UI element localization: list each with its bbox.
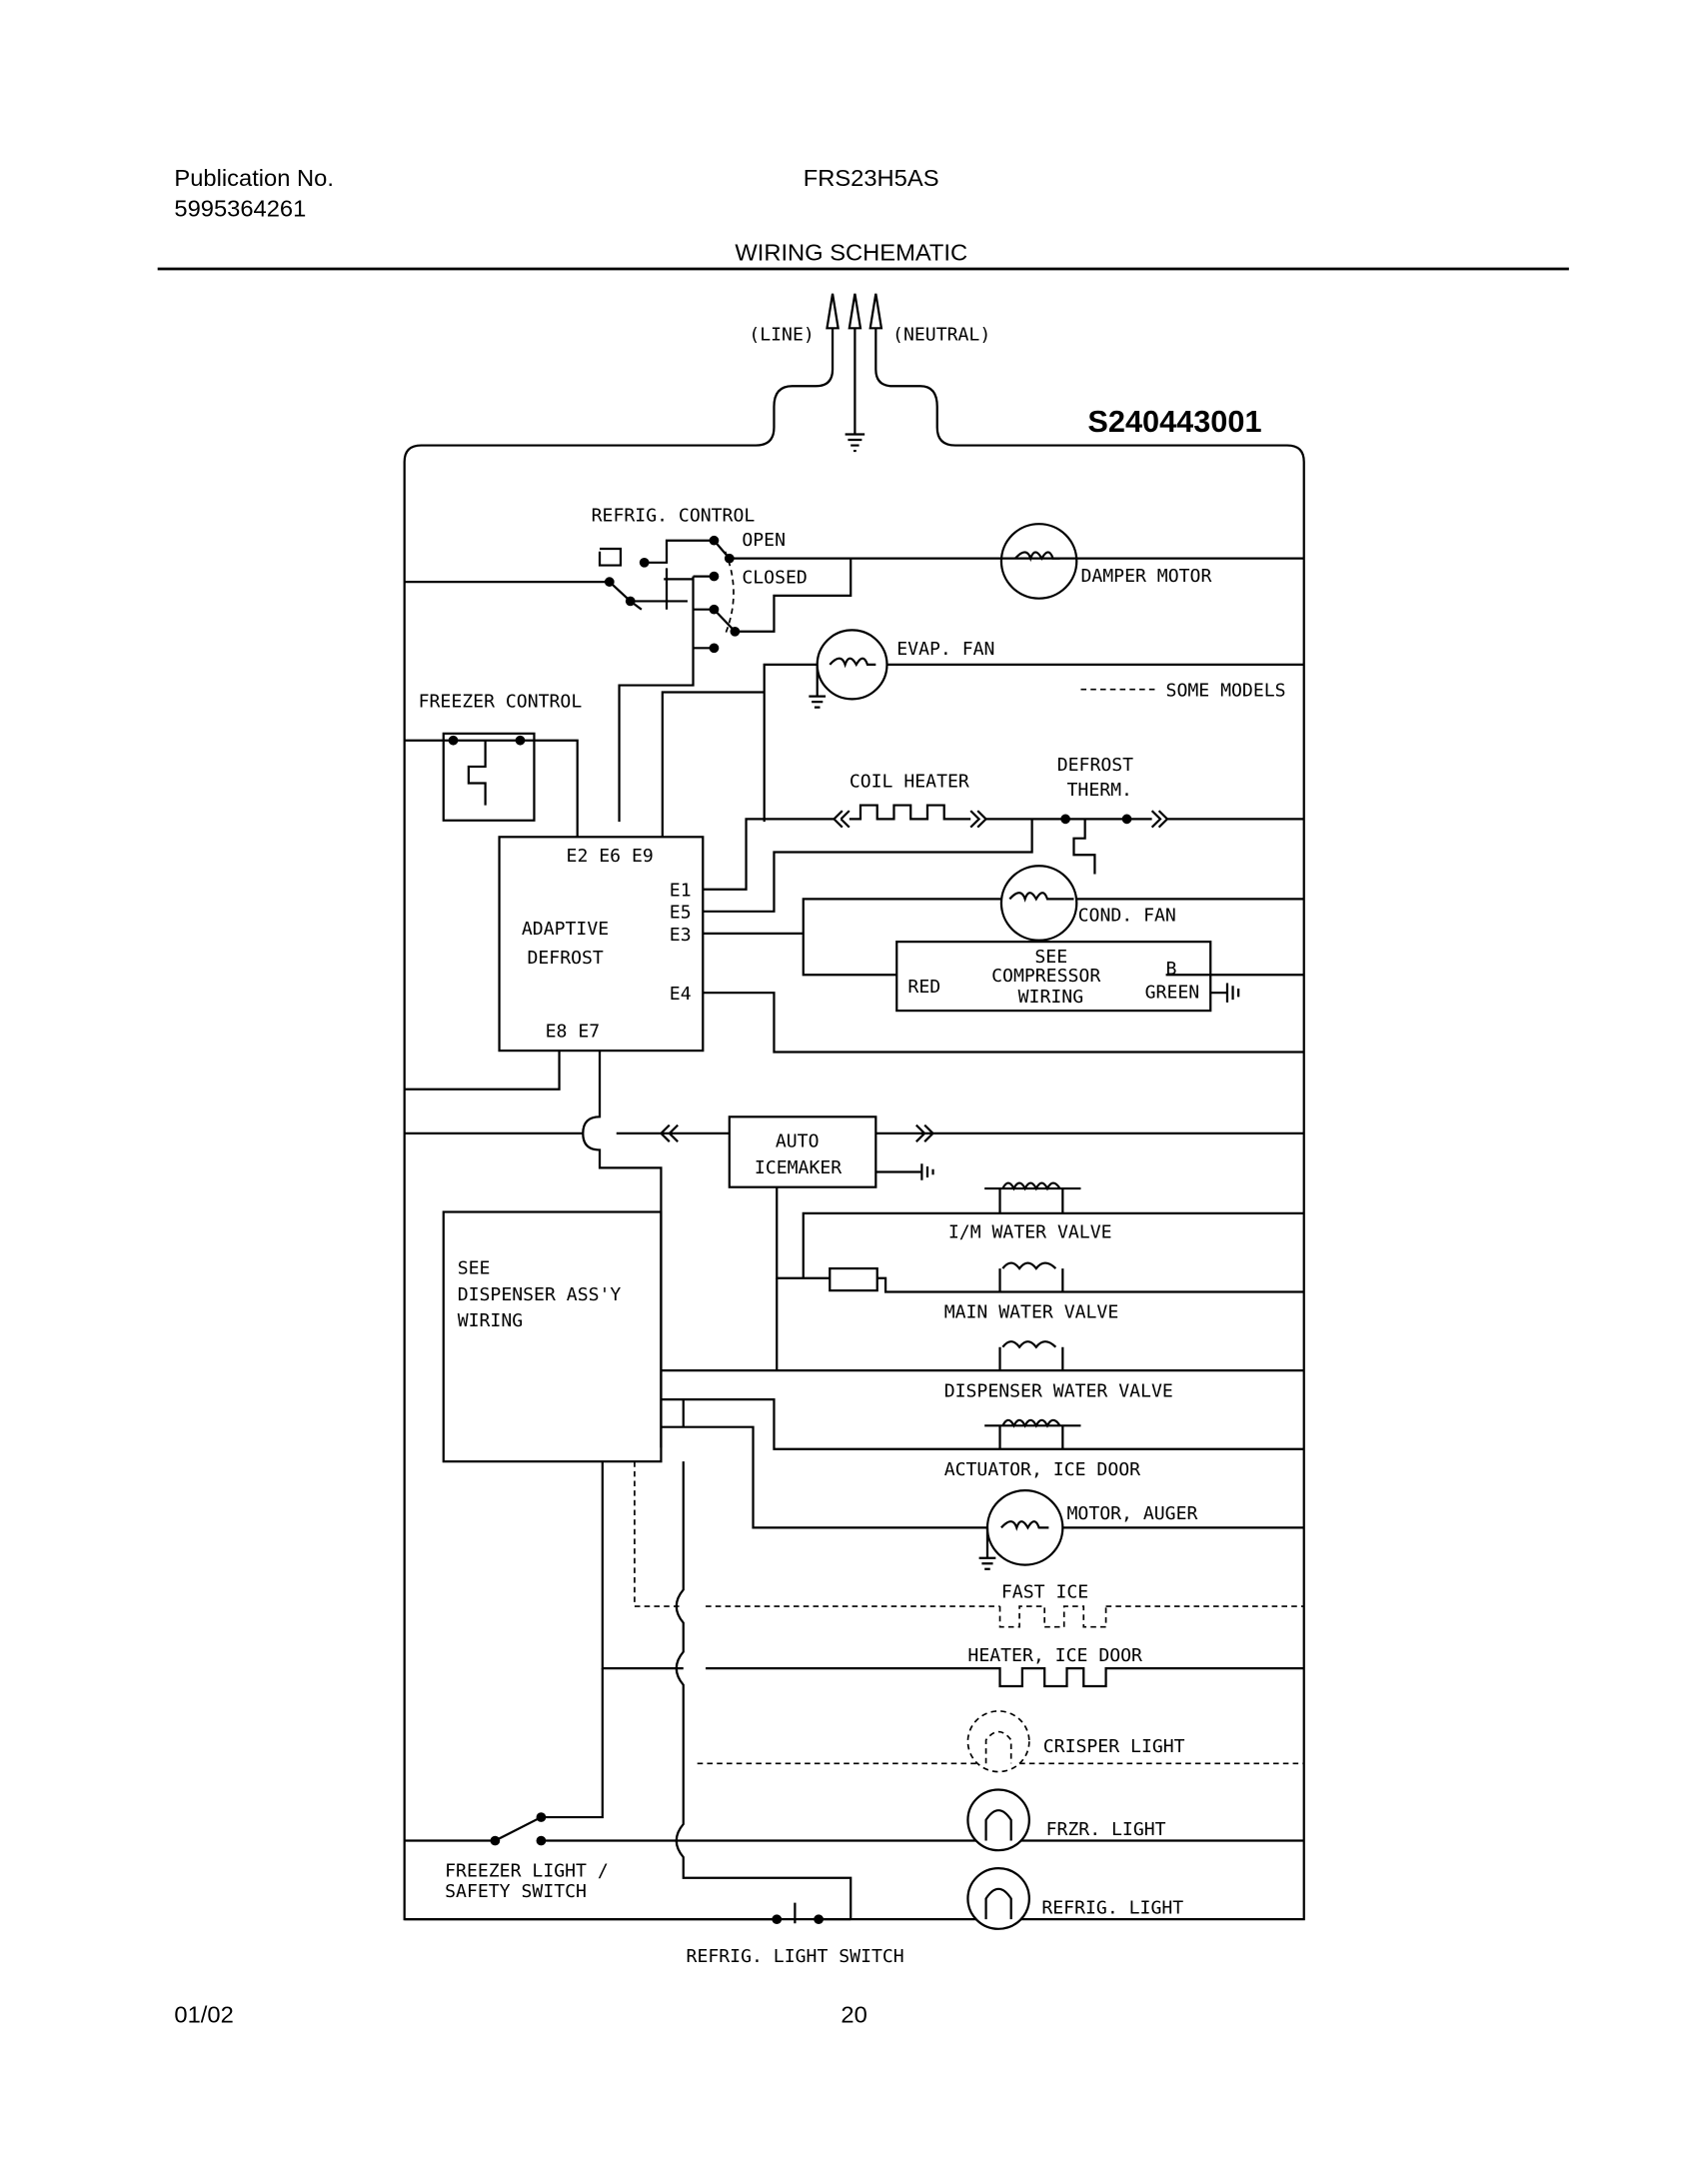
compressor-label-3: WIRING [1018, 987, 1083, 1008]
compressor-label-1: SEE [1034, 947, 1067, 968]
motor-auger-label: MOTOR, AUGER [1067, 1503, 1198, 1524]
crisper-light-label: CRISPER LIGHT [1043, 1736, 1185, 1757]
terminals-top: E2 E6 E9 [567, 846, 654, 867]
some-models-label: SOME MODELS [1166, 681, 1286, 702]
terminal-e1: E1 [670, 881, 692, 902]
fast-ice-label: FAST ICE [1001, 1582, 1088, 1603]
footer-date: 01/02 [174, 2002, 233, 2028]
damper-motor-label: DAMPER MOTOR [1080, 566, 1211, 587]
coil-heater [833, 804, 1066, 829]
terminals-bottom: E8 E7 [546, 1021, 601, 1042]
dispenser-box [442, 1210, 663, 1463]
defrost-wiring [404, 691, 1304, 1448]
actuator-ice-door-label: ACTUATOR, ICE DOOR [944, 1459, 1141, 1480]
open-label: OPEN [742, 530, 786, 551]
refrig-control-label: REFRIG. CONTROL [592, 506, 756, 527]
publication-number: 5995364261 [174, 196, 306, 222]
adaptive-defrost-board [498, 836, 705, 1053]
icemaker-wiring [404, 1123, 1304, 1279]
motor-auger [978, 1489, 1064, 1570]
evap-fan-label: EVAP. FAN [896, 639, 994, 660]
neutral-label: (NEUTRAL) [892, 325, 990, 346]
model-number: FRS23H5AS [804, 165, 939, 191]
defrost-thermostat [1060, 810, 1304, 875]
compressor-label-2: COMPRESSOR [991, 966, 1100, 987]
green-wire-label: GREEN [1145, 983, 1200, 1004]
auto-icemaker-box [728, 1115, 877, 1188]
im-water-valve-label: I/M WATER VALVE [948, 1222, 1112, 1243]
defrost-therm-label-2: THERM. [1067, 780, 1132, 801]
closed-label: CLOSED [742, 568, 807, 589]
freezer-control-label: FREEZER CONTROL [419, 692, 583, 713]
freezer-switch-label-2: SAFETY SWITCH [445, 1881, 587, 1902]
terminal-e5: E5 [670, 903, 692, 924]
damper-motor [999, 523, 1078, 600]
dispenser-water-valve-label: DISPENSER WATER VALVE [944, 1380, 1173, 1401]
heater-ice-door-label: HEATER, ICE DOOR [967, 1645, 1142, 1666]
evap-fan [763, 629, 1304, 823]
b-terminal-label: B [1166, 959, 1177, 980]
line-label: (LINE) [749, 325, 814, 346]
frzr-light-label: FRZR. LIGHT [1046, 1819, 1166, 1840]
icemaker-label: ICEMAKER [755, 1157, 842, 1178]
valve-wiring [661, 1181, 1304, 1529]
publication-label: Publication No. [174, 165, 334, 191]
defrost-label: DEFROST [527, 948, 604, 969]
page-number: 20 [841, 2002, 866, 2028]
freezer-control [404, 732, 579, 838]
coil-heater-label: COIL HEATER [850, 772, 969, 793]
terminal-e4: E4 [670, 984, 692, 1005]
crisper-light [966, 1710, 1030, 1773]
condenser-fan [999, 865, 1304, 942]
dispenser-label-1: SEE [458, 1258, 491, 1279]
compressor-wiring [1165, 974, 1304, 1003]
auto-label: AUTO [776, 1131, 820, 1152]
red-wire-label: RED [907, 977, 940, 998]
cond-fan-label: COND. FAN [1078, 906, 1176, 927]
refrig-light [966, 1867, 1030, 1930]
main-water-valve-label: MAIN WATER VALVE [944, 1302, 1119, 1323]
refrig-light-label: REFRIG. LIGHT [1041, 1898, 1183, 1919]
dispenser-label-2: DISPENSER ASS'Y [458, 1284, 622, 1305]
defrost-therm-label-1: DEFROST [1057, 755, 1134, 776]
lower-wiring [404, 1461, 1304, 1924]
freezer-light [966, 1788, 1030, 1852]
dispenser-label-3: WIRING [458, 1310, 523, 1331]
refrig-light-switch-label: REFRIG. LIGHT SWITCH [687, 1946, 904, 1967]
compressor-box [895, 941, 1212, 1013]
page-title: WIRING SCHEMATIC [735, 240, 967, 266]
terminal-e3: E3 [670, 925, 692, 946]
adaptive-label: ADAPTIVE [522, 919, 609, 940]
freezer-switch-label-1: FREEZER LIGHT / [445, 1860, 609, 1881]
drawing-number: S240443001 [1087, 405, 1261, 439]
power-cord [403, 293, 1305, 1921]
